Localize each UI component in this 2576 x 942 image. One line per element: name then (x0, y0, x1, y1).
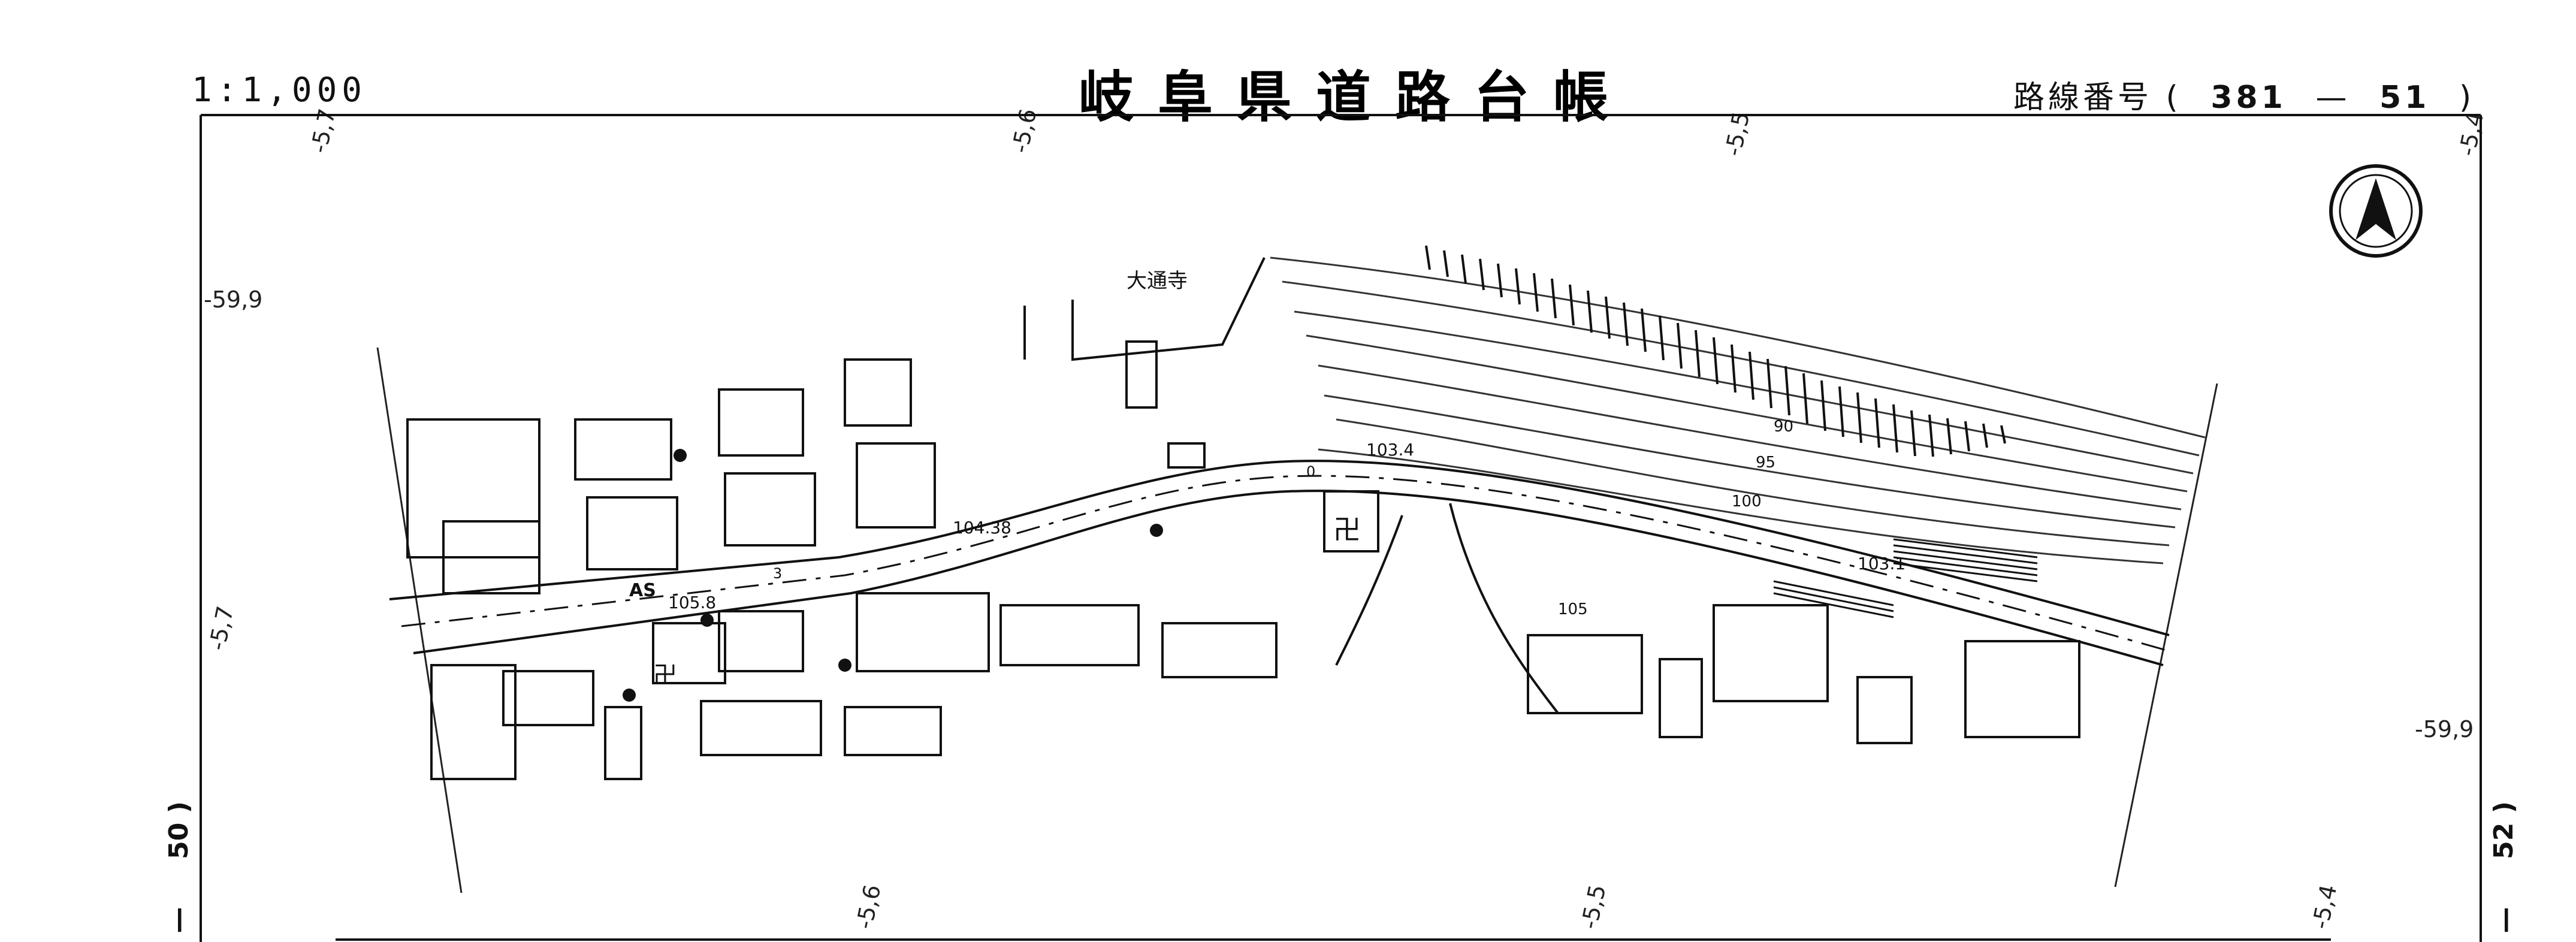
building (999, 604, 1140, 666)
route-dash: — (2315, 80, 2351, 116)
lane-label-0: 0 (1306, 463, 1315, 480)
route-open-paren: ( (2166, 80, 2182, 116)
building (586, 496, 678, 570)
page-title: 岐阜県道路台帳 (1079, 65, 1633, 129)
temple-building (1323, 490, 1379, 552)
contour-label-100: 100 (1732, 493, 1762, 511)
lane-label: 3 (773, 565, 782, 582)
contour-lines (1270, 256, 2206, 564)
building (1527, 634, 1643, 714)
contour-label-95: 95 (1756, 454, 1775, 472)
building (1125, 340, 1158, 409)
route-sheet-number: 51 (2379, 80, 2430, 116)
buildings-north (406, 340, 1379, 594)
building (844, 706, 942, 756)
temple-symbol-icon: 卍 (1333, 514, 1361, 546)
building (1713, 604, 1829, 702)
route-number: 381 (2210, 80, 2287, 116)
side-road (1335, 503, 1559, 714)
north-arrow-icon (2329, 164, 2423, 258)
route-label-text: 路線番号 (2013, 80, 2153, 116)
pavement-label: AS (629, 580, 656, 601)
grid-coord-right-1: -59,9 (2415, 716, 2474, 742)
building (718, 388, 804, 457)
temple-symbol-icon-2: 卍 (653, 662, 677, 689)
contour-label-105: 105 (1558, 600, 1588, 618)
route-close-paren: ) (2459, 80, 2475, 116)
buildings-south (430, 592, 2080, 780)
slope-hachures (1425, 245, 2006, 457)
building (604, 706, 642, 780)
route-number-label: 路線番号 ( 381 — 51 ) (2013, 72, 2475, 117)
elevation-label-4: 103.1 (1858, 554, 1905, 573)
survey-points (623, 449, 1163, 702)
building (574, 418, 672, 481)
map-scale: 1:1,000 (192, 71, 367, 110)
building (856, 442, 936, 529)
elevation-label-1: 104.38 (953, 518, 1011, 538)
building (724, 472, 816, 547)
building (430, 664, 517, 780)
contour-label-90: 90 (1774, 418, 1793, 436)
building (700, 700, 822, 756)
building (1659, 658, 1703, 738)
building (1161, 622, 1278, 678)
temple-grounds (1023, 257, 1266, 361)
map-frame (200, 114, 2482, 942)
building (502, 670, 594, 726)
building (844, 358, 912, 427)
temple-label: 大通寺 (1127, 269, 1188, 293)
embankment-hatch (1773, 538, 2038, 618)
building (1167, 442, 1206, 469)
building (652, 622, 726, 684)
building (1856, 676, 1913, 744)
building (406, 418, 540, 558)
grid-coord-left-1: -59,9 (204, 286, 263, 313)
building (442, 520, 540, 594)
building (856, 592, 990, 672)
building (1964, 640, 2080, 738)
elevation-label-2: 103.4 (1366, 440, 1414, 460)
elevation-label-3: 105.8 (668, 593, 716, 612)
building (718, 610, 804, 672)
